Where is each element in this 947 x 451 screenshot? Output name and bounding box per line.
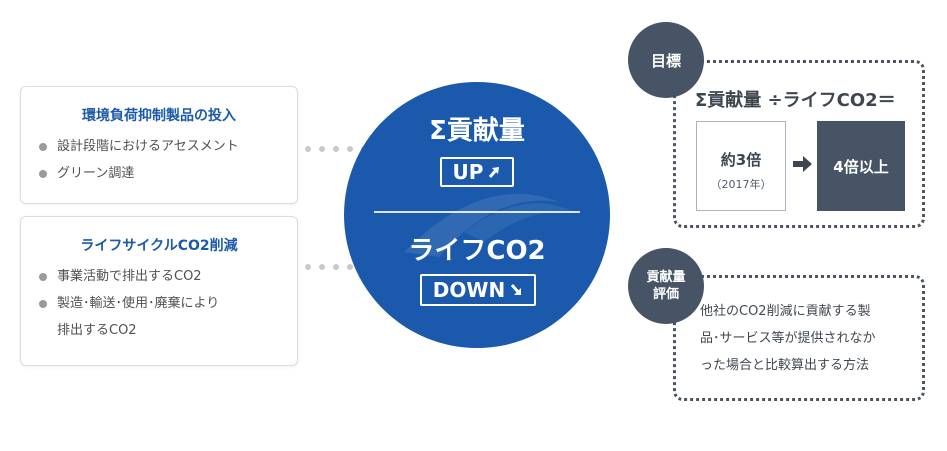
current-ratio-year: （2017年） (710, 178, 772, 191)
swoosh-decoration-icon (404, 193, 574, 257)
evaluation-panel (673, 275, 925, 401)
bullet-icon (39, 170, 47, 178)
card-list: 事業活動で排出するCO2 製造･輸送･使用･廃棄により排出するCO2 (21, 263, 297, 344)
contribution-title: Σ貢献量 (429, 116, 525, 146)
bullet-icon (39, 300, 47, 308)
list-item: 事業活動で排出するCO2 (39, 263, 297, 290)
list-item: 製造･輸送･使用･廃棄により排出するCO2 (39, 290, 297, 344)
central-circle: Σ貢献量 UP ライフCO2 DOWN (344, 82, 610, 348)
arrow-up-right-icon (489, 167, 500, 178)
goal-badge: 目標 (628, 22, 704, 98)
evaluation-description: 他社のCO2削減に貢献する製 品･サービス等が提供されなか った場合と比較算出す… (700, 304, 876, 373)
arrow-right-icon (793, 156, 812, 172)
card-environmental-products: 環境負荷抑制製品の投入 設計段階におけるアセスメント グリーン調達 (20, 86, 298, 204)
goal-panel (673, 60, 925, 228)
current-ratio-value: 約3倍 (720, 151, 762, 169)
divider (374, 211, 580, 213)
up-label: UP (440, 157, 514, 187)
list-item: 設計段階におけるアセスメント (39, 133, 297, 160)
evaluation-badge: 貢献量 評価 (628, 248, 704, 324)
bullet-icon (39, 273, 47, 281)
card-title: ライフサイクルCO2削減 (80, 238, 238, 254)
card-title: 環境負荷抑制製品の投入 (82, 108, 236, 124)
goal-formula: Σ貢献量 ÷ライフCO2＝ (695, 90, 896, 111)
down-label: DOWN (420, 274, 536, 306)
card-list: 設計段階におけるアセスメント グリーン調達 (21, 133, 297, 187)
target-ratio-value: 4倍以上 (833, 157, 889, 176)
card-lifecycle-co2: ライフサイクルCO2削減 事業活動で排出するCO2 製造･輸送･使用･廃棄により… (20, 216, 298, 366)
target-ratio-box: 4倍以上 (817, 121, 905, 211)
list-item: グリーン調達 (39, 160, 297, 187)
arrow-down-right-icon (511, 284, 522, 295)
current-ratio-box: 約3倍 （2017年） (696, 121, 786, 211)
life-co2-title: ライフCO2 (408, 236, 546, 266)
bullet-icon (39, 143, 47, 151)
